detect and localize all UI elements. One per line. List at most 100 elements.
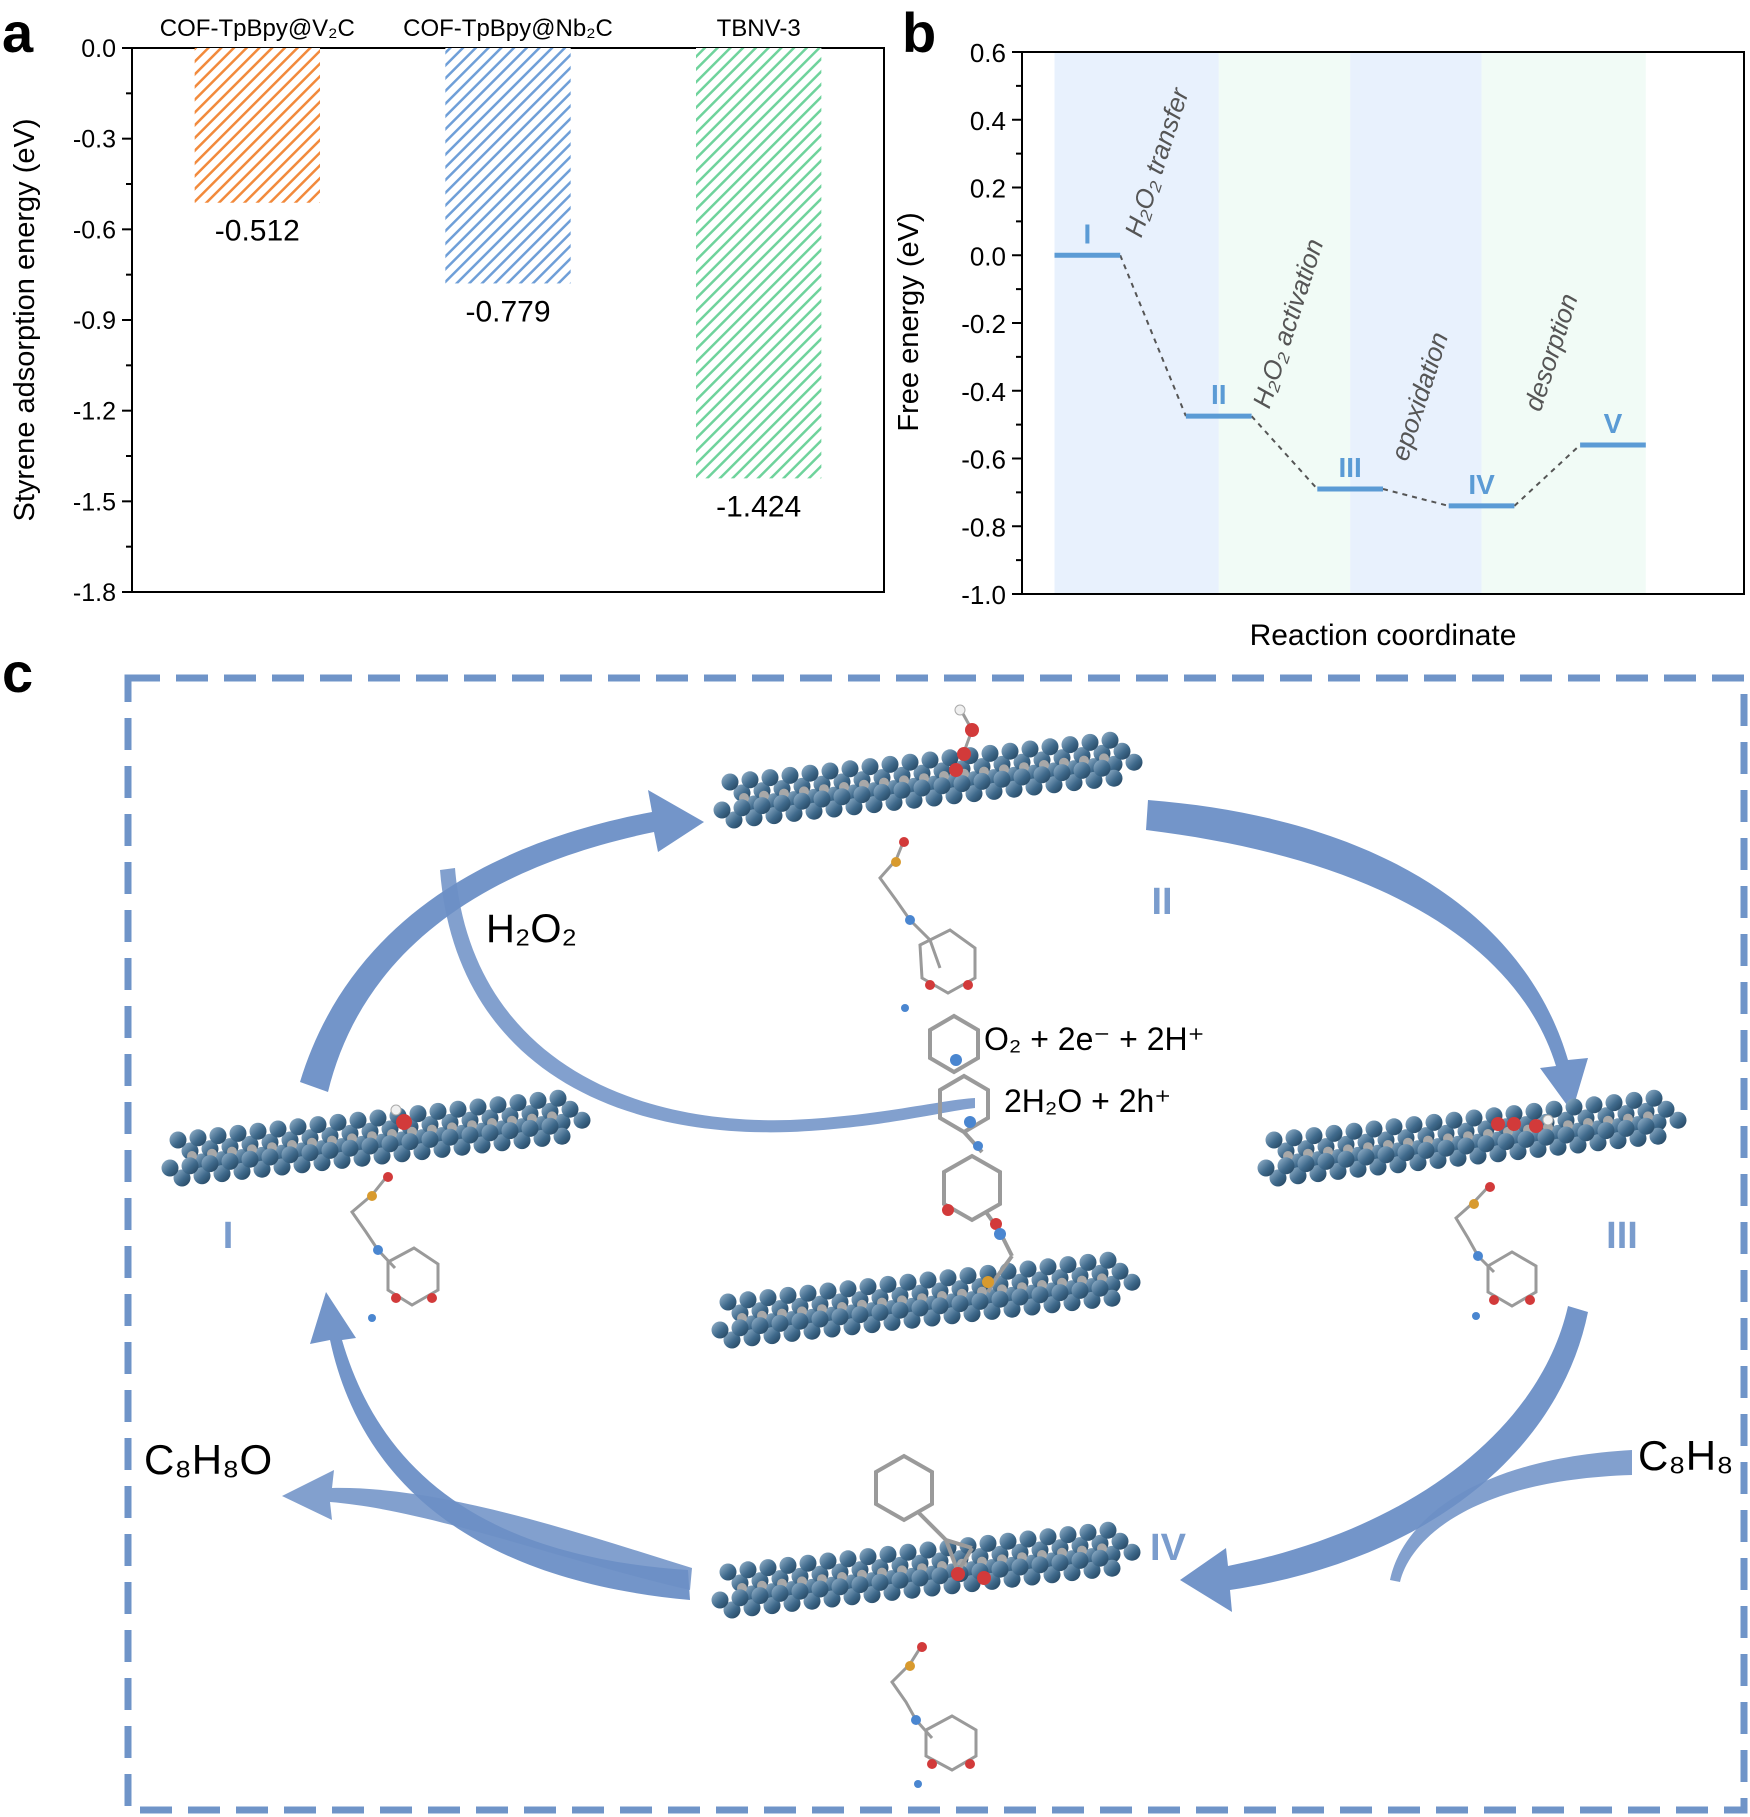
metal-atom bbox=[469, 1098, 487, 1116]
metal-atom bbox=[993, 770, 1011, 788]
metal-atom bbox=[983, 1302, 1001, 1320]
metal-atom bbox=[725, 811, 743, 829]
metal-atom bbox=[771, 1314, 789, 1332]
mxene-slabs bbox=[161, 731, 1687, 1619]
metal-atom bbox=[1525, 1102, 1543, 1120]
metal-atom bbox=[1629, 1129, 1647, 1147]
state-label-i: I bbox=[223, 1215, 234, 1257]
metal-atom bbox=[1389, 1156, 1407, 1174]
metal-atom bbox=[719, 1293, 737, 1311]
metal-atom bbox=[739, 1291, 757, 1309]
metal-atom bbox=[169, 1131, 187, 1149]
panel-b-step-band bbox=[1054, 53, 1219, 593]
metal-atom bbox=[1489, 1145, 1507, 1163]
metal-atom bbox=[1031, 1556, 1049, 1574]
panel-b-y-tick-label: -0.4 bbox=[961, 377, 1006, 407]
metal-atom bbox=[1013, 768, 1031, 786]
panel-b: b 0.60.40.20.0-0.2-0.4-0.6-0.8-1.0 Free … bbox=[893, 1, 1745, 652]
arrow-c8h8-inflow bbox=[1390, 1450, 1632, 1582]
panel-a: a 0.0-0.3-0.6-0.9-1.2-1.5-1.8 Styrene ad… bbox=[2, 1, 885, 607]
metal-atom bbox=[1597, 1122, 1615, 1140]
metal-atom bbox=[513, 1132, 531, 1150]
metal-atom bbox=[341, 1139, 359, 1157]
metal-atom bbox=[831, 1578, 849, 1596]
metal-atom bbox=[369, 1109, 387, 1127]
metal-atom bbox=[1059, 1526, 1077, 1544]
metal-atom bbox=[1071, 1281, 1089, 1299]
label-photo-water: 2H₂O + 2h⁺ bbox=[1004, 1083, 1171, 1119]
metal-atom bbox=[1045, 776, 1063, 794]
metal-atom bbox=[1505, 1105, 1523, 1123]
label-h2o2: H₂O₂ bbox=[486, 907, 577, 951]
metal-atom bbox=[1657, 1100, 1675, 1118]
metal-atom bbox=[1405, 1116, 1423, 1134]
metal-atom bbox=[911, 1569, 929, 1587]
metal-atom bbox=[931, 1567, 949, 1585]
metal-atom bbox=[1079, 1253, 1097, 1271]
metal-atom bbox=[229, 1124, 247, 1142]
metal-atom bbox=[863, 1586, 881, 1604]
slab-i bbox=[161, 1089, 591, 1187]
panel-b-letter: b bbox=[902, 1, 936, 64]
cycle-arrows bbox=[282, 790, 1632, 1612]
metal-atom bbox=[1043, 1296, 1061, 1314]
metal-atom bbox=[971, 1292, 989, 1310]
metal-atom bbox=[991, 1560, 1009, 1578]
arrow-i-to-ii bbox=[300, 790, 704, 1092]
metal-atom bbox=[561, 1100, 579, 1118]
metal-atom bbox=[1081, 733, 1099, 751]
metal-atom bbox=[1071, 1551, 1089, 1569]
metal-atom bbox=[903, 1581, 921, 1599]
metal-atom bbox=[1011, 1558, 1029, 1576]
metal-atom bbox=[719, 1563, 737, 1581]
metal-atom bbox=[765, 807, 783, 825]
metal-atom bbox=[911, 1299, 929, 1317]
metal-atom bbox=[1425, 1113, 1443, 1131]
metal-atom bbox=[1517, 1130, 1535, 1148]
metal-atom bbox=[373, 1147, 391, 1165]
metal-atom bbox=[1309, 1165, 1327, 1183]
metal-atom bbox=[1549, 1138, 1567, 1156]
panel-b-y-tick-label: 0.4 bbox=[970, 106, 1006, 136]
metal-atom bbox=[1329, 1162, 1347, 1180]
panel-a-value-label: -0.779 bbox=[465, 295, 550, 328]
molecule-fragments bbox=[349, 704, 1554, 1788]
metal-atom bbox=[851, 1576, 869, 1594]
metal-atom bbox=[1101, 731, 1119, 749]
metal-atom bbox=[321, 1141, 339, 1159]
metal-atom bbox=[1257, 1159, 1275, 1177]
metal-atom bbox=[161, 1159, 179, 1177]
metal-atom bbox=[1669, 1111, 1687, 1129]
metal-atom bbox=[349, 1111, 367, 1129]
metal-atom bbox=[839, 1550, 857, 1568]
slab-iv bbox=[711, 1521, 1141, 1619]
panel-b-connector bbox=[1250, 415, 1319, 490]
metal-atom bbox=[923, 1579, 941, 1597]
metal-atom bbox=[193, 1167, 211, 1185]
metal-atom bbox=[189, 1129, 207, 1147]
metal-atom bbox=[899, 1273, 917, 1291]
metal-atom bbox=[879, 1545, 897, 1563]
metal-atom bbox=[785, 804, 803, 822]
metal-atom bbox=[1039, 1528, 1057, 1546]
metal-atom bbox=[919, 1271, 937, 1289]
metal-atom bbox=[845, 798, 863, 816]
metal-atom bbox=[521, 1119, 539, 1137]
metal-atom bbox=[861, 758, 879, 776]
metal-atom bbox=[1051, 1284, 1069, 1302]
metal-atom bbox=[553, 1127, 571, 1145]
metal-atom bbox=[731, 1589, 749, 1607]
metal-atom bbox=[1059, 1256, 1077, 1274]
metal-atom bbox=[1337, 1150, 1355, 1168]
metal-atom bbox=[965, 785, 983, 803]
metal-atom bbox=[905, 791, 923, 809]
metal-atom bbox=[1111, 1532, 1129, 1550]
metal-atom bbox=[1103, 1289, 1121, 1307]
metal-atom bbox=[1099, 1521, 1117, 1539]
metal-atom bbox=[773, 794, 791, 812]
metal-atom bbox=[1349, 1160, 1367, 1178]
metal-atom bbox=[429, 1102, 447, 1120]
panel-a-bar bbox=[194, 48, 320, 203]
molecule-fragment-iv bbox=[890, 1642, 978, 1788]
